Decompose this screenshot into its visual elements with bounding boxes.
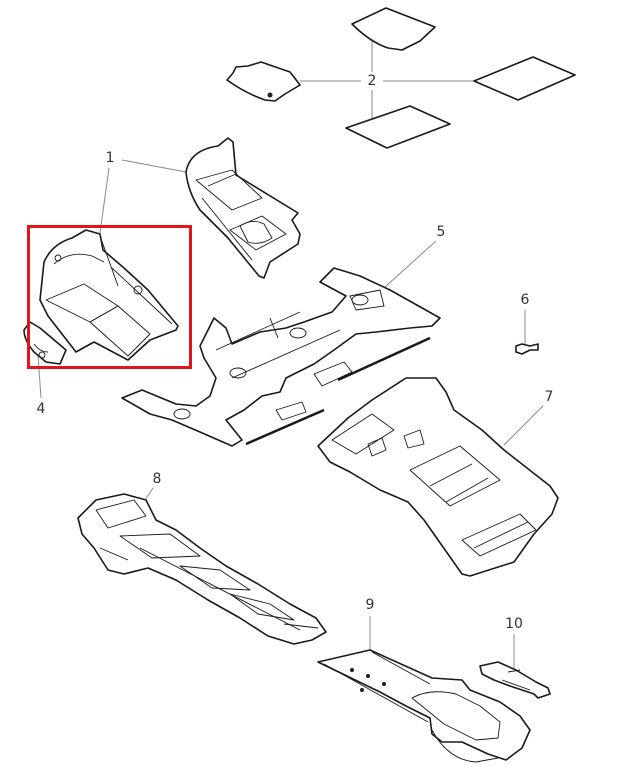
callout-8: 8 [152, 471, 162, 487]
part-6-push-pin [515, 343, 539, 355]
callout-9: 9 [365, 597, 375, 613]
part-7-rear-silencer [317, 377, 559, 577]
part-10-cargo-pad [479, 661, 551, 699]
part-9-rear-insulator [317, 649, 531, 763]
part-2-floor-mats [226, 7, 576, 149]
part-5-floor-frame [121, 267, 441, 447]
part-1-silencer-upper [185, 137, 301, 279]
highlight-box-part-1 [27, 225, 192, 369]
part-1-silencer-highlighted [39, 229, 179, 361]
leader-lines [37, 34, 544, 668]
callout-6: 6 [520, 292, 530, 308]
callout-10: 10 [505, 616, 523, 632]
callout-2: 2 [367, 73, 377, 89]
callout-7: 7 [544, 389, 554, 405]
callout-5: 5 [436, 224, 446, 240]
part-4-clip [23, 321, 67, 365]
callout-1: 1 [105, 150, 115, 166]
callout-4: 4 [36, 401, 46, 417]
part-8-front-insulator [77, 493, 327, 645]
